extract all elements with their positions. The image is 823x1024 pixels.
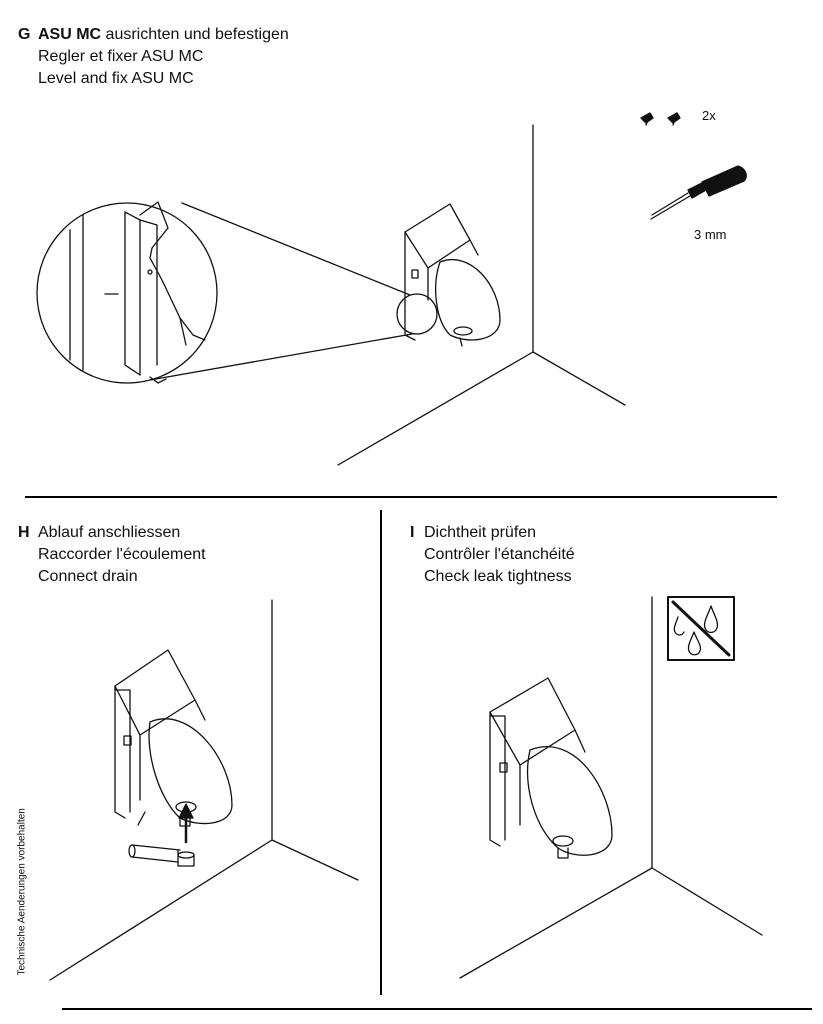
vertical-divider	[380, 510, 382, 995]
tool-size-label: 3 mm	[694, 227, 727, 242]
side-note: Technische Aenderungen vorbehalten	[16, 808, 28, 976]
step-h-line-fr: Raccorder l'écoulement	[38, 546, 206, 563]
step-g-room-lines	[337, 124, 626, 466]
upward-arrow-icon	[178, 803, 194, 844]
screwdriver-icon	[650, 165, 747, 220]
step-g-line-de-rest: ausrichten und befestigen	[101, 26, 289, 43]
product-name: ASU MC	[38, 26, 102, 43]
no-water-icon	[667, 596, 735, 661]
step-h-letter: H	[18, 524, 30, 541]
horizontal-divider-top	[25, 496, 777, 498]
step-h-room-lines	[49, 599, 359, 981]
step-h-line-en: Connect drain	[38, 568, 138, 585]
step-g-urinal-illustration	[404, 203, 501, 347]
step-g-line-fr: Regler et fixer ASU MC	[38, 48, 204, 65]
step-h-urinal-illustration	[114, 649, 233, 867]
step-h-line-de: Ablauf anschliessen	[38, 524, 181, 541]
step-g-zoom-callout	[36, 201, 438, 384]
step-i-room-lines	[459, 596, 763, 979]
step-g-line-en: Level and fix ASU MC	[38, 70, 194, 87]
step-g-letter: G	[18, 26, 31, 43]
step-g-line-de: ASU MC ausrichten und befestigen	[38, 24, 289, 46]
step-i-line-de: Dichtheit prüfen	[424, 524, 537, 541]
step-i-line-fr: Contrôler l'étanchéité	[424, 546, 575, 563]
screw-quantity-label: 2x	[702, 108, 716, 123]
screw-icon	[640, 112, 681, 126]
step-i-urinal-illustration	[489, 677, 613, 859]
horizontal-divider-bottom	[62, 1008, 812, 1010]
step-i-letter: I	[410, 524, 415, 541]
step-i-line-en: Check leak tightness	[424, 568, 572, 585]
